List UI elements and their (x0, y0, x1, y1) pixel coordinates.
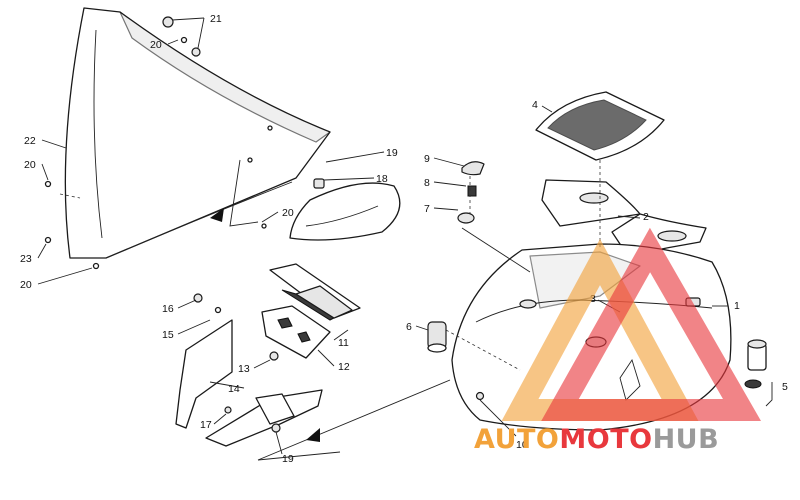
callout-8: 8 (424, 177, 430, 189)
direction-arrow (306, 428, 320, 442)
assembly-lines (59, 160, 601, 461)
mount-bracket-lower (175, 319, 323, 447)
callout-22: 22 (24, 135, 36, 147)
watermark-triangle-red (541, 227, 762, 421)
direction-arrow (210, 208, 224, 222)
callout-14: 14 (228, 383, 240, 395)
callout-21: 21 (210, 13, 222, 25)
callout-7: 7 (424, 203, 430, 215)
callout-leaders (37, 17, 773, 455)
callout-20a: 20 (150, 39, 162, 51)
callout-18: 18 (376, 173, 388, 185)
power-outlet (744, 339, 767, 389)
callout-5: 5 (782, 381, 788, 393)
sensor (427, 321, 447, 353)
callout-15: 15 (162, 329, 174, 341)
callout-17: 17 (200, 419, 212, 431)
mount-bracket-upper (261, 305, 331, 359)
callout-3: 3 (590, 293, 596, 305)
fastener-dots (44, 16, 485, 433)
watermark-word-moto: MOTO (559, 424, 652, 455)
callout-13: 13 (238, 363, 250, 375)
watermark-logo: AUTOMOTOHUB (474, 227, 762, 455)
small-fasteners (457, 161, 485, 224)
callout-20c: 20 (282, 207, 294, 219)
dash-module (269, 263, 361, 321)
callout-2: 2 (643, 211, 649, 223)
callout-20b: 20 (24, 159, 36, 171)
callout-10: 10 (516, 439, 528, 451)
watermark-text: AUTOMOTOHUB (474, 424, 719, 455)
callout-23: 23 (20, 253, 32, 265)
storage-net (535, 91, 665, 161)
callout-20d: 20 (20, 279, 32, 291)
callout-16: 16 (162, 303, 174, 315)
watermark-word-auto: AUTO (474, 424, 559, 455)
callout-19b: 19 (282, 453, 294, 465)
callout-1: 1 (734, 300, 740, 312)
watermark-word-hub: HUB (653, 424, 720, 455)
callout-numbers: 1 2 3 4 5 6 7 8 9 10 11 12 13 14 15 16 1… (20, 13, 788, 465)
callout-12: 12 (338, 361, 350, 373)
callout-9: 9 (424, 153, 430, 165)
windshield (64, 7, 331, 259)
callout-19a: 19 (386, 147, 398, 159)
callout-6: 6 (406, 321, 412, 333)
callout-4: 4 (532, 99, 538, 111)
side-deflector (289, 178, 401, 241)
callout-11: 11 (338, 337, 349, 349)
